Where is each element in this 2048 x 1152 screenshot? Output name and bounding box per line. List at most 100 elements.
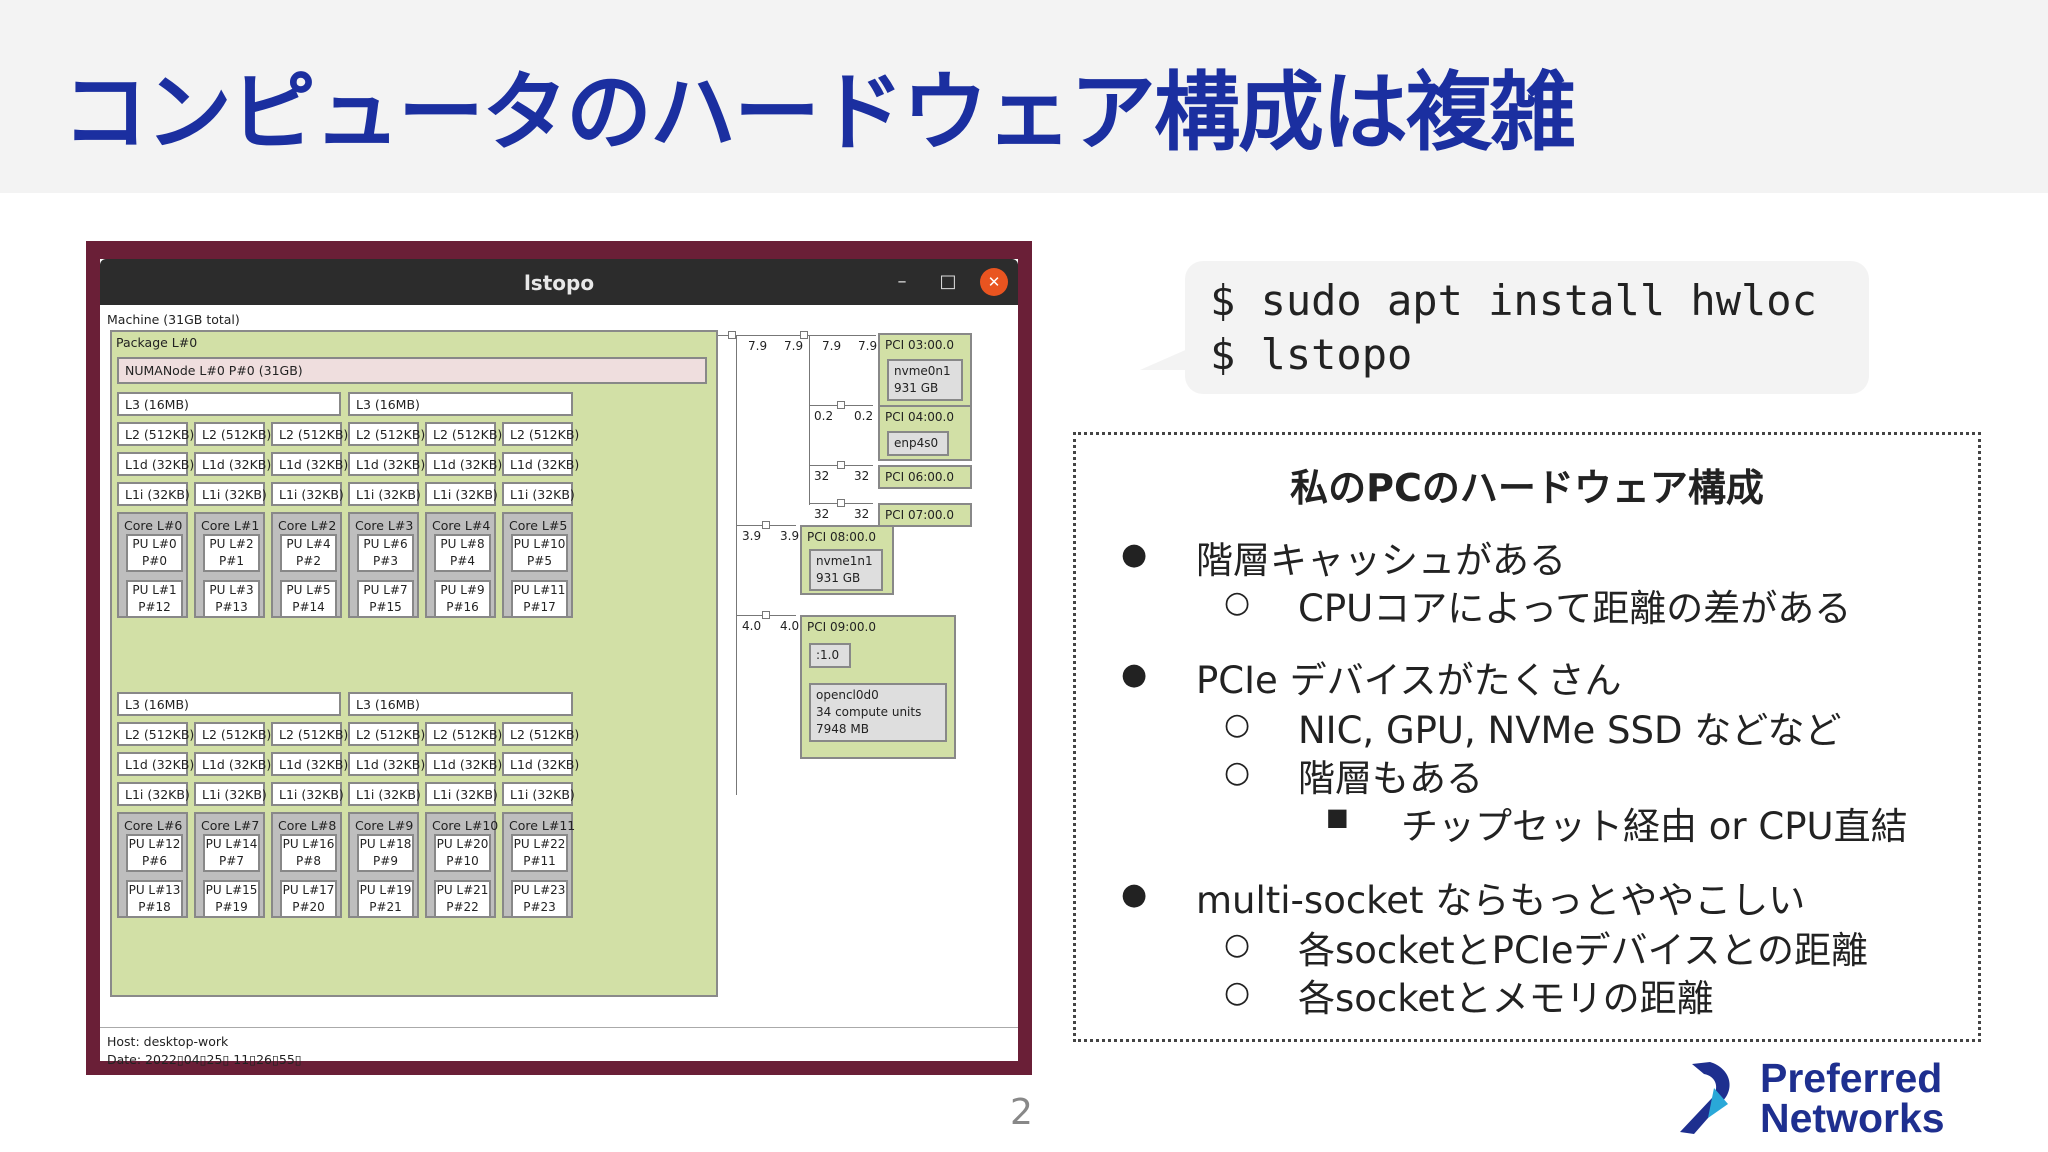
l1i-cache: L1i (32KB) (348, 482, 421, 506)
pu-physical: P#0 (142, 554, 167, 568)
l1d-cache: L1d (32KB) (194, 752, 271, 776)
lstopo-screenshot: lstopo – □ ✕ Machine (31GB total) Packag… (86, 241, 1032, 1075)
minimize-icon[interactable]: – (897, 271, 907, 292)
close-icon[interactable]: ✕ (980, 268, 1008, 296)
l1i-cache: L1i (32KB) (194, 482, 267, 506)
l2-cache: L2 (512KB) (425, 722, 502, 746)
logo-line-2: Networks (1760, 1095, 1945, 1141)
pu-physical: P#18 (138, 900, 171, 914)
maximize-icon[interactable]: □ (939, 271, 957, 292)
l2-cache: L2 (512KB) (425, 422, 502, 446)
link-bandwidth: 0.2 (854, 409, 874, 423)
bridge-node (762, 611, 770, 619)
pu-physical: P#17 (523, 600, 556, 614)
pu-label: PU L#15 (205, 883, 258, 897)
pu-label: PU L#22 (513, 837, 566, 851)
link-bandwidth: 7.9 (822, 339, 842, 353)
bullet-2-sub-1: NIC, GPU, NVMe SSD などなど (1298, 709, 1842, 752)
l1i-cache: L1i (32KB) (194, 782, 267, 806)
pu-physical: P#11 (523, 854, 556, 868)
l1d-cache: L1d (32KB) (117, 752, 194, 776)
pu-physical: P#9 (373, 854, 398, 868)
core-label: Core L#1 (201, 518, 260, 533)
l1d-cache: L1d (32KB) (117, 452, 194, 476)
l1i-cache: L1i (32KB) (348, 782, 421, 806)
link-bandwidth: 32 (814, 507, 830, 521)
pci-label: PCI 03:00.0 (885, 338, 954, 352)
core-label: Core L#10 (432, 818, 499, 833)
pu-label: PU L#11 (513, 583, 566, 597)
pu-physical: P#2 (296, 554, 321, 568)
pu-physical: P#23 (523, 900, 556, 914)
sub-bullet-marker: ○ (1224, 975, 1251, 1010)
lstopo-window: lstopo – □ ✕ Machine (31GB total) Packag… (100, 259, 1018, 1067)
l1i-cache: L1i (32KB) (502, 782, 575, 806)
link-bandwidth: 32 (854, 507, 870, 521)
pci-label: PCI 06:00.0 (885, 470, 954, 484)
slide-title: コンピュータのハードウェア構成は複雑 (62, 63, 1576, 163)
l2-cache: L2 (512KB) (348, 422, 425, 446)
link-bandwidth: 0.2 (814, 409, 834, 423)
link-bandwidth: 7.9 (784, 339, 804, 353)
dev-name: nvme0n1 (894, 364, 951, 378)
pu-label: PU L#8 (440, 537, 485, 551)
l1d-cache: L1d (32KB) (502, 452, 579, 476)
info-title: 私のPCのハードウェア構成 (1290, 466, 1764, 510)
pu-label: PU L#9 (440, 583, 485, 597)
pu-label: PU L#2 (209, 537, 254, 551)
core-label: Core L#8 (278, 818, 337, 833)
bridge-node (837, 499, 845, 507)
core-label: Core L#11 (509, 818, 576, 833)
bridge-node (837, 401, 845, 409)
link-bandwidth: 4.0 (742, 619, 762, 633)
page-number: 2 (1010, 1092, 1033, 1133)
pu-physical: P#5 (527, 554, 552, 568)
l2-cache: L2 (512KB) (117, 722, 194, 746)
bullet-3-sub-1: 各socketとPCIeデバイスとの距離 (1298, 929, 1868, 972)
pci-label: PCI 04:00.0 (885, 410, 954, 424)
l2-cache: L2 (512KB) (117, 422, 194, 446)
speech-bubble-tail (1140, 348, 1190, 370)
l2-cache: L2 (512KB) (502, 422, 579, 446)
l3-cache: L3 (16MB) (117, 392, 341, 416)
link-bandwidth: 32 (854, 469, 870, 483)
pu-label: PU L#18 (359, 837, 412, 851)
l1i-cache: L1i (32KB) (271, 482, 344, 506)
pu-label: PU L#6 (363, 537, 408, 551)
l2-cache: L2 (512KB) (194, 422, 271, 446)
pu-physical: P#20 (292, 900, 325, 914)
link-bandwidth: 7.9 (858, 339, 878, 353)
gpu-subdevice: :1.0 (809, 643, 851, 668)
command-line-1: $ sudo apt install hwloc (1210, 276, 1817, 325)
tree-connector (718, 335, 730, 336)
pu-physical: P#13 (215, 600, 248, 614)
link-bandwidth: 4.0 (780, 619, 800, 633)
core-label: Core L#0 (124, 518, 183, 533)
date-line: Date: 2022▯04▯25▯ 11▯26▯55▯ (107, 1052, 302, 1067)
l1i-cache: L1i (32KB) (425, 482, 498, 506)
pu-label: PU L#10 (513, 537, 566, 551)
bridge-node (837, 461, 845, 469)
bridge-node (762, 521, 770, 529)
pu-physical: P#7 (219, 854, 244, 868)
pu-physical: P#14 (292, 600, 325, 614)
